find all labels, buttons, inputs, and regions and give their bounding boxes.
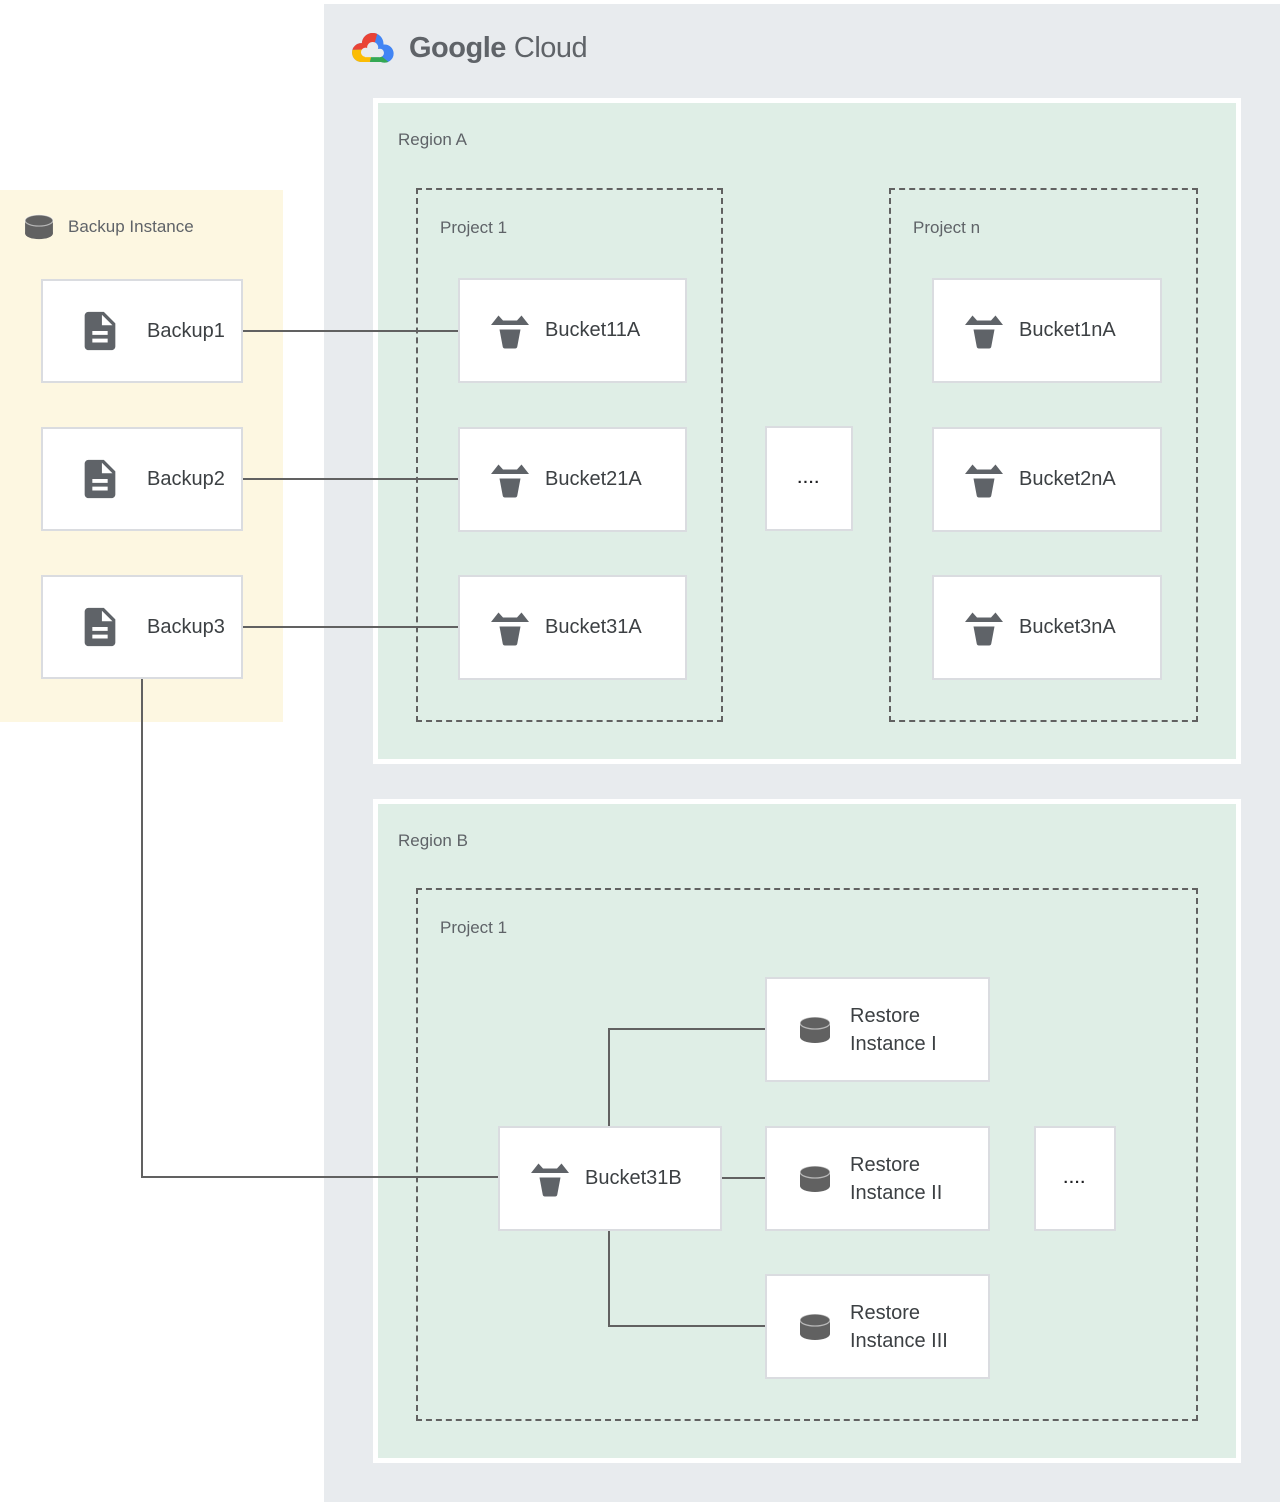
bucket11a-label: Bucket11A: [545, 319, 641, 341]
backup1-label: Backup1: [147, 319, 225, 342]
connector-backup3-bucket31a: [243, 626, 458, 628]
database-icon: [797, 1312, 833, 1341]
bucket1na-label: Bucket1nA: [1019, 319, 1116, 341]
bucket-icon: [490, 462, 530, 498]
project-n-box-region-a: Project n: [889, 188, 1198, 722]
bucket31a-label: Bucket31A: [545, 616, 642, 638]
logo-brand-text: Google: [409, 32, 506, 64]
ellipsis-text: ....: [797, 470, 821, 487]
bucket-icon: [964, 610, 1004, 646]
file-icon: [77, 308, 123, 354]
more-restores-card-region-b: ....: [1034, 1126, 1116, 1231]
connector-to-restore-1: [608, 1028, 765, 1030]
backup-instance-title-text: Backup Instance: [68, 217, 194, 236]
region-a-label: Region A: [398, 130, 467, 149]
project-1-label-region-b: Project 1: [440, 918, 508, 937]
logo-product-text: Cloud: [513, 32, 588, 64]
bucket31b-label: Bucket31B: [585, 1167, 682, 1189]
project-1-box-region-b: Project 1: [416, 888, 1198, 1421]
bucket3na-card: Bucket3nA: [932, 575, 1162, 680]
bucket21a-card: Bucket21A: [458, 427, 687, 532]
restore-instance-2-label: Restore Instance II: [850, 1153, 943, 1204]
bucket31b-card: Bucket31B: [498, 1126, 722, 1231]
database-icon: [797, 1164, 833, 1193]
file-icon: [77, 456, 123, 502]
backup1-card: Backup1: [41, 279, 243, 383]
more-projects-card-region-a: ....: [765, 426, 853, 531]
restore-instance-3-card: Restore Instance III: [765, 1274, 990, 1379]
region-b-label: Region B: [398, 831, 468, 850]
file-icon: [77, 604, 123, 650]
restore-instance-1-card: Restore Instance I: [765, 977, 990, 1082]
google-cloud-icon: [352, 32, 394, 63]
project-1-box-region-a: Project 1: [416, 188, 723, 722]
database-icon: [797, 1015, 833, 1044]
connector-to-bucket31b: [141, 1176, 498, 1178]
restore-instance-1-label: Restore Instance I: [850, 1004, 937, 1055]
backup2-card: Backup2: [41, 427, 243, 531]
backup2-label: Backup2: [147, 467, 225, 490]
database-icon: [20, 214, 58, 240]
bucket31a-card: Bucket31A: [458, 575, 687, 680]
project-1-label-region-a: Project 1: [440, 218, 508, 237]
bucket-icon: [490, 313, 530, 349]
bucket11a-card: Bucket11A: [458, 278, 687, 383]
restore-instance-3-label: Restore Instance III: [850, 1301, 948, 1352]
connector-to-restore-3: [608, 1325, 765, 1327]
connector-backup1-bucket11a: [243, 330, 458, 332]
bucket-icon: [490, 610, 530, 646]
bucket-icon: [964, 313, 1004, 349]
bucket2na-card: Bucket2nA: [932, 427, 1162, 532]
backup-instance-title: Backup Instance: [20, 214, 194, 240]
bucket-icon: [964, 462, 1004, 498]
project-n-label-region-a: Project n: [913, 218, 981, 237]
connector-backup2-bucket21a: [243, 478, 458, 480]
bucket1na-card: Bucket1nA: [932, 278, 1162, 383]
connector-bucket31b-down: [608, 1231, 610, 1327]
ellipsis-text: ....: [1063, 1170, 1087, 1187]
connector-bucket31b-up: [608, 1029, 610, 1126]
bucket-icon: [530, 1161, 570, 1197]
bucket21a-label: Bucket21A: [545, 468, 642, 490]
bucket3na-label: Bucket3nA: [1019, 616, 1116, 638]
connector-to-restore-2: [722, 1177, 765, 1179]
backup3-label: Backup3: [147, 615, 225, 638]
bucket2na-label: Bucket2nA: [1019, 468, 1116, 490]
restore-instance-2-card: Restore Instance II: [765, 1126, 990, 1231]
backup3-card: Backup3: [41, 575, 243, 679]
connector-backup3-down: [141, 679, 143, 1178]
